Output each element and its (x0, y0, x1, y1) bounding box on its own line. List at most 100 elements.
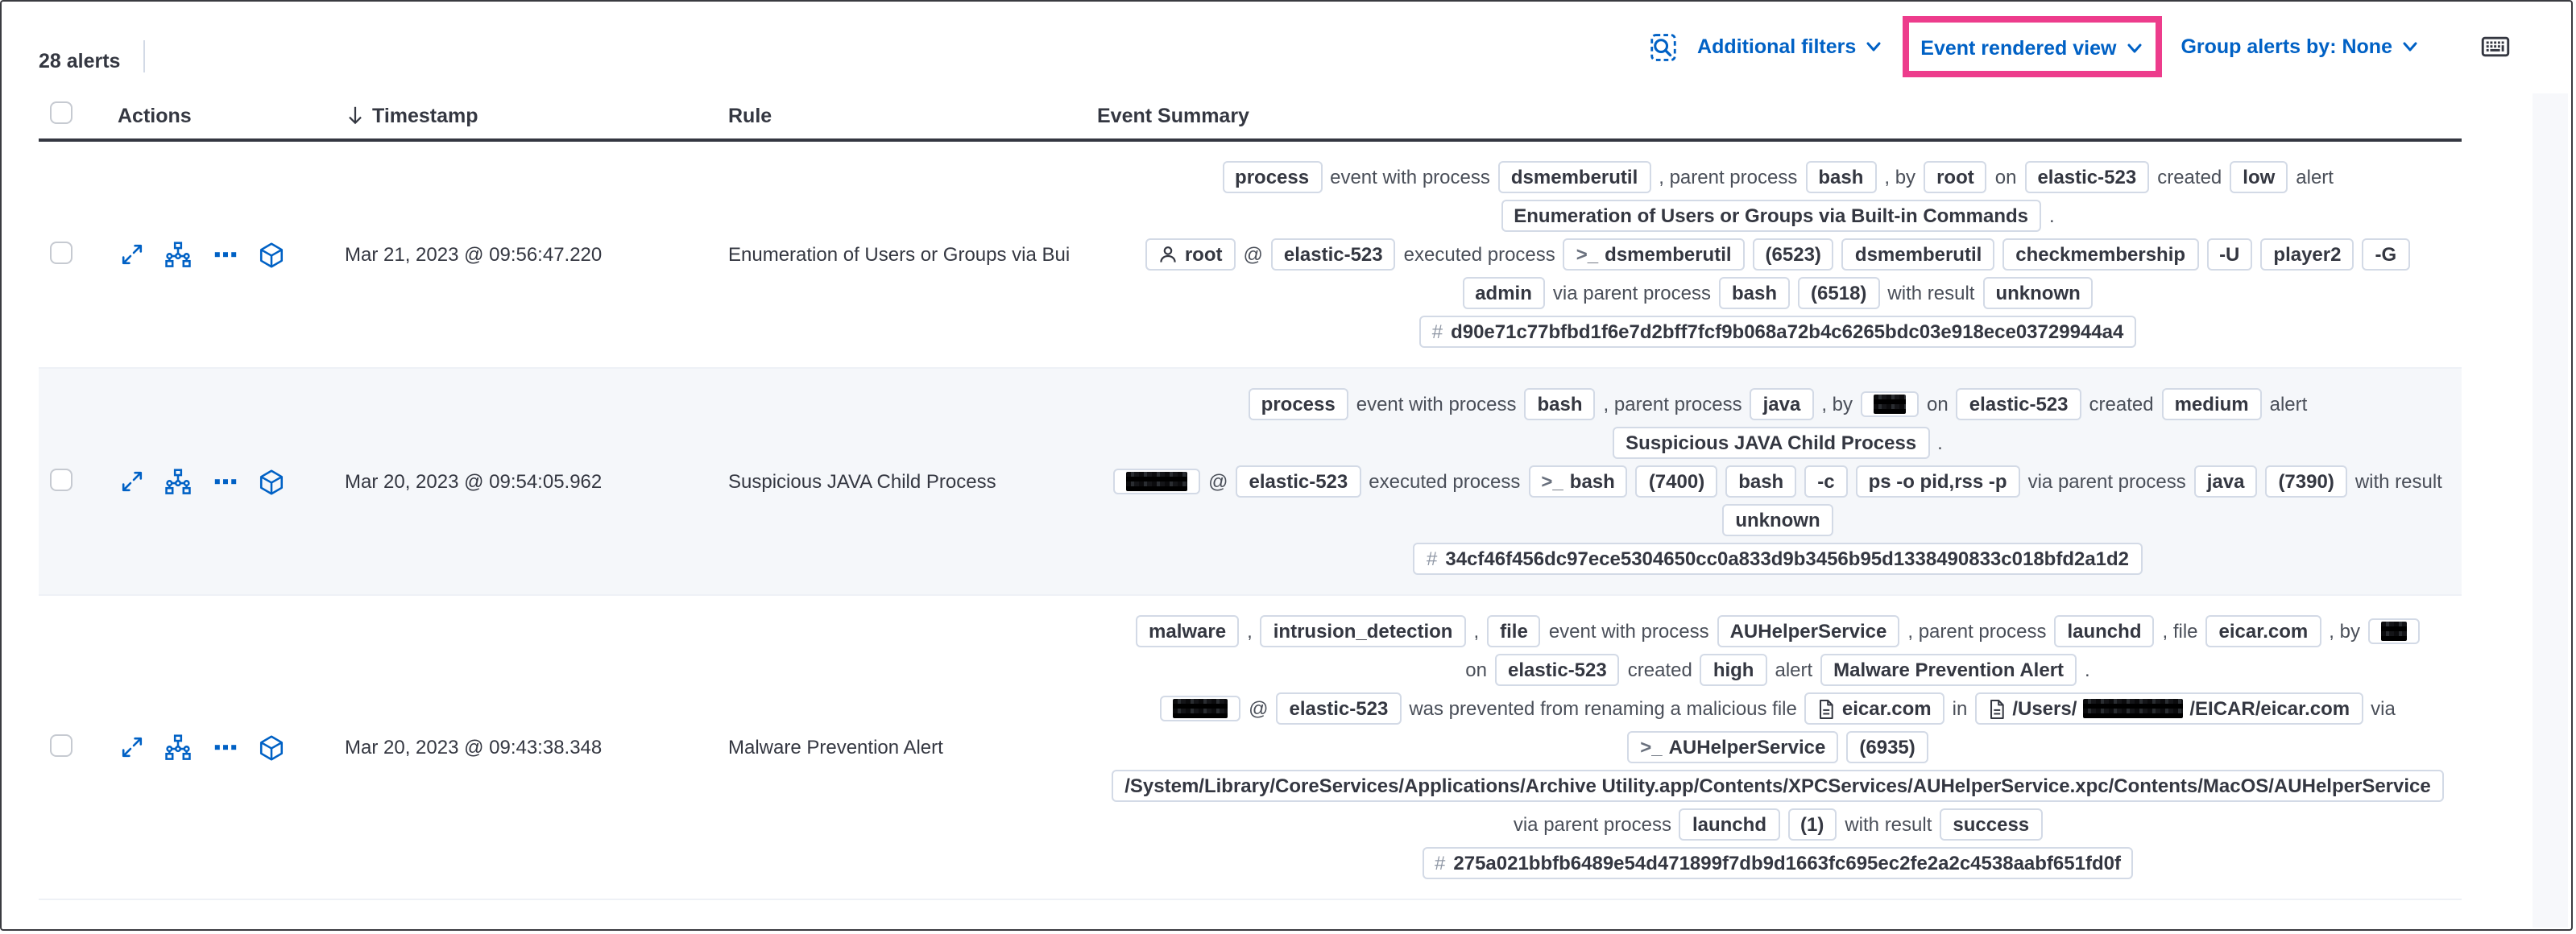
summary-badge[interactable]: intrusion_detection (1260, 615, 1466, 647)
summary-badge[interactable]: player2 (2260, 238, 2354, 271)
summary-text: via parent process (2027, 470, 2186, 493)
summary-badge[interactable]: dsmemberutil (1497, 161, 1651, 193)
select-all-checkbox[interactable] (50, 101, 72, 124)
chevron-down-icon (1866, 42, 1881, 52)
summary-badge[interactable]: Malware Prevention Alert (1820, 654, 2077, 686)
divider (143, 40, 145, 72)
summary-badge[interactable]: elastic-523 (1270, 238, 1396, 271)
expand-alert-button[interactable] (118, 468, 145, 495)
open-analyzer-button[interactable] (164, 468, 192, 495)
user-badge[interactable]: root (1145, 238, 1236, 271)
summary-badge[interactable]: eicar.com (2205, 615, 2321, 647)
file-badge[interactable]: /Users//EICAR/eicar.com (1975, 692, 2363, 725)
column-header-timestamp[interactable]: Timestamp (345, 104, 728, 126)
summary-badge[interactable]: process (1248, 388, 1348, 420)
alert-rule-name[interactable]: Enumeration of Users or Groups via Bui (728, 243, 1071, 266)
hash-badge[interactable]: #d90e71c77bfbd1f6e7d2bff7fcf9b068a72b4c6… (1418, 316, 2137, 348)
summary-badge[interactable]: elastic-523 (1494, 654, 1620, 686)
summary-badge[interactable]: malware (1136, 615, 1240, 647)
summary-badge[interactable]: launchd (2054, 615, 2155, 647)
summary-badge[interactable] (2367, 618, 2420, 644)
hash-badge[interactable]: #275a021bbfb6489e54d471899f7db9d1663fc69… (1422, 847, 2134, 879)
inspect-button[interactable] (1646, 29, 1681, 64)
summary-badge[interactable]: Suspicious JAVA Child Process (1613, 427, 1930, 459)
terminal-badge[interactable]: >_dsmemberutil (1563, 238, 1745, 271)
summary-badge[interactable]: checkmembership (2002, 238, 2199, 271)
summary-badge[interactable]: (7400) (1635, 465, 1718, 498)
summary-badge[interactable] (1113, 469, 1201, 494)
summary-badge[interactable]: java (2193, 465, 2258, 498)
expand-alert-button[interactable] (118, 241, 145, 268)
terminal-badge[interactable]: >_bash (1528, 465, 1628, 498)
row-checkbox[interactable] (50, 241, 72, 263)
summary-badge[interactable]: (6935) (1846, 731, 1928, 763)
open-session-view-button[interactable] (258, 241, 285, 268)
summary-badge[interactable]: (6518) (1798, 277, 1880, 309)
summary-badge[interactable]: file (1487, 615, 1541, 647)
summary-badge[interactable]: elastic-523 (1276, 692, 1402, 725)
column-header-rule[interactable]: Rule (728, 104, 772, 126)
row-checkbox[interactable] (50, 734, 72, 756)
summary-badge[interactable]: unknown (1982, 277, 2094, 309)
more-actions-button[interactable] (211, 468, 238, 495)
summary-badge[interactable]: elastic-523 (1956, 388, 2081, 420)
open-session-view-button[interactable] (258, 734, 285, 761)
keyboard-shortcuts-button[interactable] (2478, 29, 2513, 64)
alert-rule-name[interactable]: Malware Prevention Alert (728, 736, 943, 758)
terminal-badge[interactable]: >_AUHelperService (1627, 731, 1839, 763)
summary-badge[interactable]: (6523) (1752, 238, 1834, 271)
expand-alert-button[interactable] (118, 734, 145, 761)
additional-filters-button[interactable]: Additional filters (1697, 35, 1883, 58)
summary-text: alert (2269, 393, 2308, 415)
summary-badge[interactable]: -c (1804, 465, 1848, 498)
summary-badge[interactable]: unknown (1722, 504, 1833, 536)
summary-badge[interactable]: launchd (1679, 808, 1779, 841)
vertical-scrollbar[interactable] (2533, 93, 2568, 928)
summary-badge[interactable]: bash (1805, 161, 1877, 193)
inspect-icon (1650, 33, 1676, 60)
summary-badge[interactable]: bash (1725, 465, 1797, 498)
group-alerts-button[interactable]: Group alerts by: None (2180, 35, 2420, 58)
summary-badge[interactable]: java (1750, 388, 1814, 420)
summary-badge[interactable]: process (1222, 161, 1323, 193)
session-cube-icon (259, 469, 284, 494)
more-actions-button[interactable] (211, 734, 238, 761)
summary-badge[interactable]: high (1700, 654, 1767, 686)
summary-text: with result (1845, 813, 1932, 836)
more-actions-button[interactable] (211, 241, 238, 268)
column-header-summary[interactable]: Event Summary (1097, 104, 1249, 126)
summary-badge[interactable]: (1) (1787, 808, 1837, 841)
summary-badge[interactable]: ps -o pid,rss -p (1855, 465, 2020, 498)
summary-badge[interactable]: AUHelperService (1717, 615, 1900, 647)
summary-badge[interactable]: /System/Library/CoreServices/Application… (1112, 770, 2444, 802)
summary-text: , (1247, 620, 1253, 643)
summary-badge[interactable]: -U (2206, 238, 2253, 271)
hash-badge[interactable]: #34cf46f456dc97ece5304650cc0a833d9b3456b… (1413, 543, 2143, 575)
alert-rule-name[interactable]: Suspicious JAVA Child Process (728, 470, 996, 493)
open-session-view-button[interactable] (258, 468, 285, 495)
view-selector-button[interactable]: Event rendered view (1920, 37, 2143, 60)
summary-badge[interactable]: bash (1524, 388, 1596, 420)
summary-badge[interactable]: success (1940, 808, 2043, 841)
row-checkbox[interactable] (50, 468, 72, 490)
summary-badge[interactable]: elastic-523 (1236, 465, 1361, 498)
more-actions-icon (213, 252, 236, 258)
summary-badge[interactable]: low (2230, 161, 2288, 193)
summary-badge[interactable] (1861, 391, 1920, 417)
open-analyzer-button[interactable] (164, 734, 192, 761)
summary-badge[interactable]: dsmemberutil (1841, 238, 1995, 271)
summary-badge[interactable]: medium (2161, 388, 2262, 420)
open-analyzer-button[interactable] (164, 241, 192, 268)
summary-badge[interactable]: admin (1462, 277, 1545, 309)
summary-badge[interactable]: (7390) (2265, 465, 2347, 498)
summary-badge[interactable]: bash (1719, 277, 1791, 309)
summary-badge[interactable]: root (1924, 161, 1987, 193)
summary-badge[interactable]: -G (2362, 238, 2410, 271)
file-badge[interactable]: eicar.com (1804, 692, 1944, 725)
summary-badge[interactable]: Enumeration of Users or Groups via Built… (1501, 200, 2042, 232)
summary-badge[interactable] (1160, 696, 1241, 721)
summary-text: on (1994, 166, 2017, 188)
summary-badge[interactable]: elastic-523 (2024, 161, 2150, 193)
